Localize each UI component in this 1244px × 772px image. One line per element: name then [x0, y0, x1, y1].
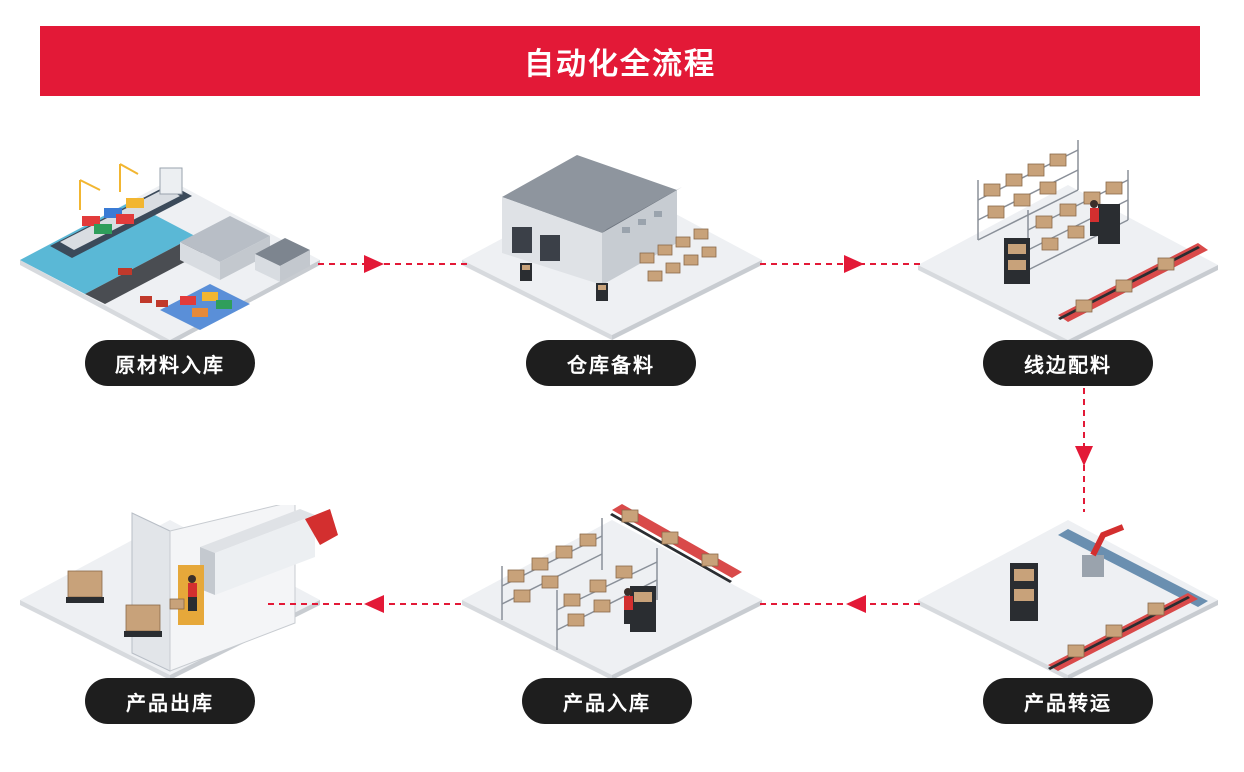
flow-arrow-3-to-4	[1072, 388, 1096, 512]
stage-label-text: 产品入库	[563, 690, 651, 715]
arrow-right-icon	[318, 255, 468, 273]
truck-dock-icon	[20, 505, 338, 680]
stage-label-text: 产品转运	[1024, 690, 1112, 715]
arrow-down-icon	[1075, 388, 1093, 512]
stage-3-illustration	[918, 140, 1218, 340]
stage-label-2: 仓库备料	[526, 340, 696, 386]
port-icon	[20, 163, 320, 345]
stage-label-6: 产品出库	[85, 678, 255, 724]
arrow-left-icon	[760, 595, 920, 613]
arrow-left-icon	[268, 595, 464, 613]
stage-label-text: 原材料入库	[115, 352, 225, 377]
stage-label-text: 产品出库	[126, 690, 214, 715]
stage-4-illustration	[918, 505, 1218, 680]
stage-6-illustration	[20, 505, 340, 680]
shelving-robot-icon	[918, 140, 1218, 340]
flow-arrow-4-to-5	[760, 593, 920, 615]
flow-arrow-1-to-2	[318, 253, 468, 275]
arrow-right-icon	[760, 255, 920, 273]
warehouse-icon	[462, 155, 762, 340]
robot-arm-conveyor-icon	[918, 520, 1218, 680]
stage-1-illustration	[20, 150, 320, 345]
flow-arrow-2-to-3	[760, 253, 920, 275]
stage-label-text: 线边配料	[1024, 352, 1112, 377]
stage-label-5: 产品入库	[522, 678, 692, 724]
stage-label-4: 产品转运	[983, 678, 1153, 724]
stage-label-1: 原材料入库	[85, 340, 255, 386]
title-banner: 自动化全流程	[40, 26, 1200, 96]
stage-label-3: 线边配料	[983, 340, 1153, 386]
stage-5-illustration	[462, 500, 762, 680]
stage-label-text: 仓库备料	[567, 352, 655, 377]
diagram-title: 自动化全流程	[524, 47, 716, 82]
stage-2-illustration	[462, 135, 762, 340]
flow-arrow-5-to-6	[268, 593, 464, 615]
storage-conveyor-icon	[462, 504, 762, 680]
